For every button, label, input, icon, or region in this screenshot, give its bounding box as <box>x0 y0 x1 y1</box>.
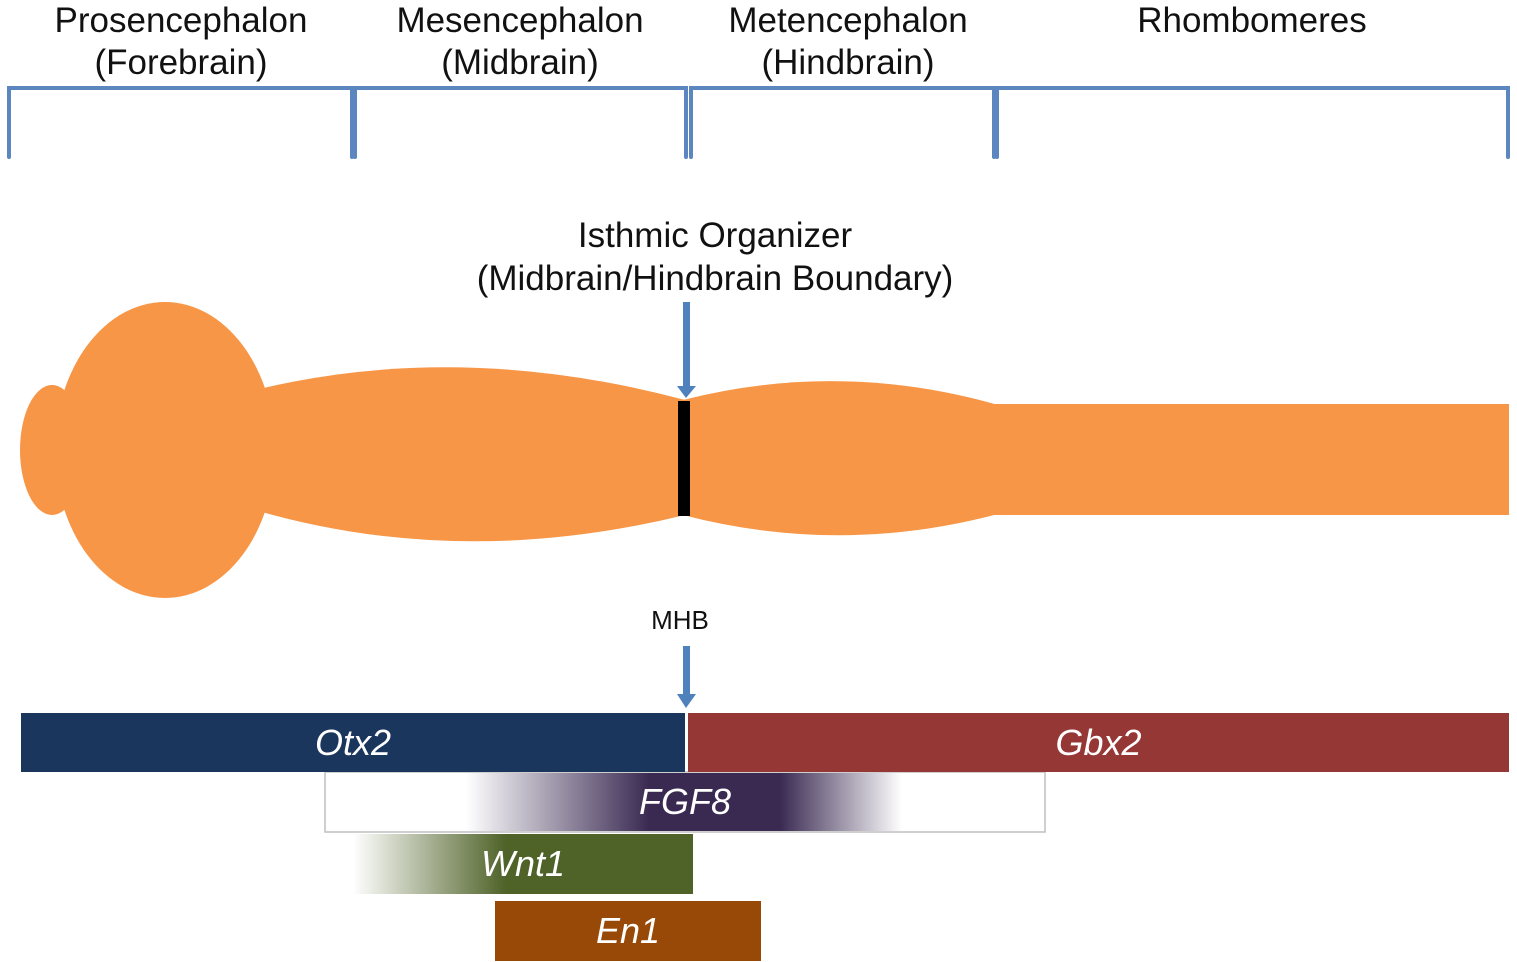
bracket-rhombomeres <box>995 86 1510 159</box>
forebrain-bulb <box>55 302 275 598</box>
mhb-label: MHB <box>651 605 709 635</box>
region-label-metencephalon: Metencephalon (Hindbrain) <box>698 0 998 84</box>
wnt1-bar: Wnt1 <box>353 834 693 894</box>
rhombomere-segment <box>994 404 1509 515</box>
wnt1-label: Wnt1 <box>480 843 566 884</box>
isthmic-arrow <box>677 302 696 398</box>
isthmic-organizer-label: Isthmic Organizer (Midbrain/Hindbrain Bo… <box>440 214 990 300</box>
region-name: Metencephalon <box>728 1 968 40</box>
isthmic-boundary-line <box>678 401 690 516</box>
region-subname: (Hindbrain) <box>761 43 935 82</box>
region-name: Mesencephalon <box>396 1 644 40</box>
region-label-rhombomeres: Rhombomeres <box>1102 0 1402 42</box>
bracket-mesencephalon <box>353 86 688 159</box>
region-label-prosencephalon: Prosencephalon (Forebrain) <box>30 0 332 84</box>
en1-label: En1 <box>595 910 661 951</box>
otx2-label: Otx2 <box>314 721 392 763</box>
en1-bar: En1 <box>495 901 761 961</box>
mhb-arrow <box>677 646 696 708</box>
region-name: Prosencephalon <box>54 1 308 40</box>
bracket-metencephalon <box>689 86 996 159</box>
region-brackets <box>7 86 1510 159</box>
fgf8-label: FGF8 <box>638 781 731 822</box>
otx2-bar: Otx2 <box>21 713 685 772</box>
midbrain-segment <box>255 367 685 542</box>
region-label-mesencephalon: Mesencephalon (Midbrain) <box>370 0 670 84</box>
hindbrain-segment <box>683 381 998 536</box>
organizer-title: Isthmic Organizer <box>577 216 853 255</box>
fgf8-bar: FGF8 <box>325 772 1045 832</box>
organizer-subtitle: (Midbrain/Hindbrain Boundary) <box>476 259 954 298</box>
region-subname: (Forebrain) <box>94 43 268 82</box>
fgf8-gradient <box>466 773 902 831</box>
bracket-prosencephalon <box>7 86 354 159</box>
region-subname: (Midbrain) <box>441 43 599 82</box>
gbx2-bar: Gbx2 <box>688 713 1509 772</box>
region-subname: Rhombomeres <box>1137 1 1367 40</box>
gbx2-label: Gbx2 <box>1055 721 1142 763</box>
wnt1-fill <box>353 834 693 894</box>
neural-tube <box>20 302 1509 598</box>
